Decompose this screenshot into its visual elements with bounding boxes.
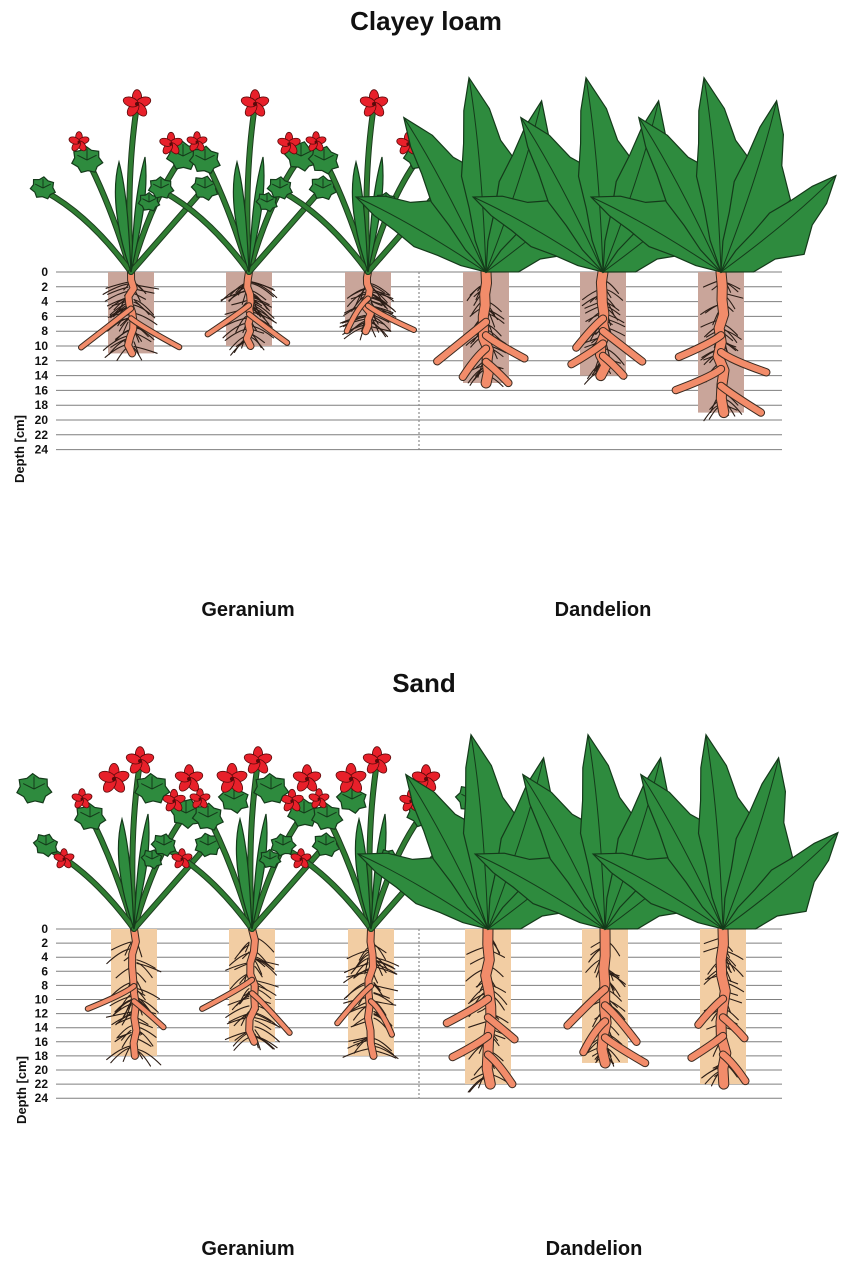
sand-panel: Sand Depth [cm] 024681012141618202224 Ge… (14, 668, 838, 1260)
flower-center (287, 142, 290, 145)
geranium-plant-icon (28, 90, 222, 272)
flower-center (406, 142, 409, 145)
flower-center (256, 759, 260, 763)
tick-label: 4 (41, 950, 48, 964)
tick-label: 12 (35, 354, 49, 368)
tick-label: 18 (35, 398, 49, 412)
clayey-loam-panel: Clayey loam Depth [cm] 02468101214161820… (12, 6, 836, 621)
flower-center (424, 777, 428, 781)
tick-label: 8 (41, 324, 48, 338)
flower-center (375, 759, 379, 763)
flower-center (135, 102, 139, 106)
y-axis-label: Depth [cm] (14, 1056, 29, 1124)
flower-center (305, 777, 309, 781)
flower-center (63, 858, 66, 861)
flower-center (318, 798, 321, 801)
root-system-icon (437, 272, 524, 387)
tick-label: 22 (35, 428, 49, 442)
tick-label: 0 (41, 922, 48, 936)
tick-label: 20 (35, 1063, 49, 1077)
geranium-plant-icon (147, 90, 339, 272)
tick-label: 24 (35, 1091, 49, 1105)
flower-center (78, 141, 81, 144)
taproot (132, 929, 136, 1056)
group-label-dandelion: Dandelion (555, 599, 652, 621)
flower-center (300, 858, 303, 861)
panel-title-sand: Sand (392, 668, 456, 698)
group-label-geranium: Geranium (201, 1238, 294, 1260)
leaf (15, 772, 54, 807)
flower-center (196, 141, 199, 144)
tick-label: 14 (35, 1021, 49, 1035)
tick-label: 14 (35, 369, 49, 383)
tick-label: 16 (35, 1035, 49, 1049)
tick-label: 16 (35, 383, 49, 397)
flower-center (138, 759, 142, 763)
tick-label: 2 (41, 936, 48, 950)
flower-center (181, 858, 184, 861)
depth-tick-labels: 024681012141618202224 (35, 922, 49, 1105)
plant-illustrations (28, 78, 836, 421)
depth-tick-labels: 024681012141618202224 (35, 265, 49, 457)
flower-center (349, 777, 353, 781)
tick-label: 2 (41, 280, 48, 294)
tick-label: 10 (35, 339, 49, 353)
tick-label: 24 (35, 443, 49, 457)
tick-label: 22 (35, 1077, 49, 1091)
tick-label: 10 (35, 993, 49, 1007)
tick-label: 12 (35, 1007, 49, 1021)
group-label-geranium: Geranium (201, 599, 294, 621)
tick-label: 20 (35, 413, 49, 427)
tick-label: 6 (41, 309, 48, 323)
flower-center (315, 141, 318, 144)
group-label-dandelion: Dandelion (546, 1238, 643, 1260)
flower-center (112, 777, 116, 781)
tick-label: 18 (35, 1049, 49, 1063)
tick-label: 0 (41, 265, 48, 279)
y-axis-label: Depth [cm] (12, 415, 27, 483)
flower-center (81, 798, 84, 801)
flower-center (253, 102, 257, 106)
tick-label: 4 (41, 295, 48, 309)
tick-label: 6 (41, 964, 48, 978)
flower-center (230, 777, 234, 781)
plant-illustrations (15, 735, 837, 1092)
flower-center (187, 777, 191, 781)
flower-center (372, 102, 376, 106)
root-system-icon (568, 929, 646, 1066)
flower-center (290, 799, 293, 802)
root-system-icon (208, 272, 287, 355)
flower-center (199, 798, 202, 801)
panel-title-clayey-loam: Clayey loam (350, 6, 502, 36)
tick-label: 8 (41, 978, 48, 992)
flower-icon (98, 763, 131, 794)
flower-center (169, 142, 172, 145)
flower-center (172, 799, 175, 802)
